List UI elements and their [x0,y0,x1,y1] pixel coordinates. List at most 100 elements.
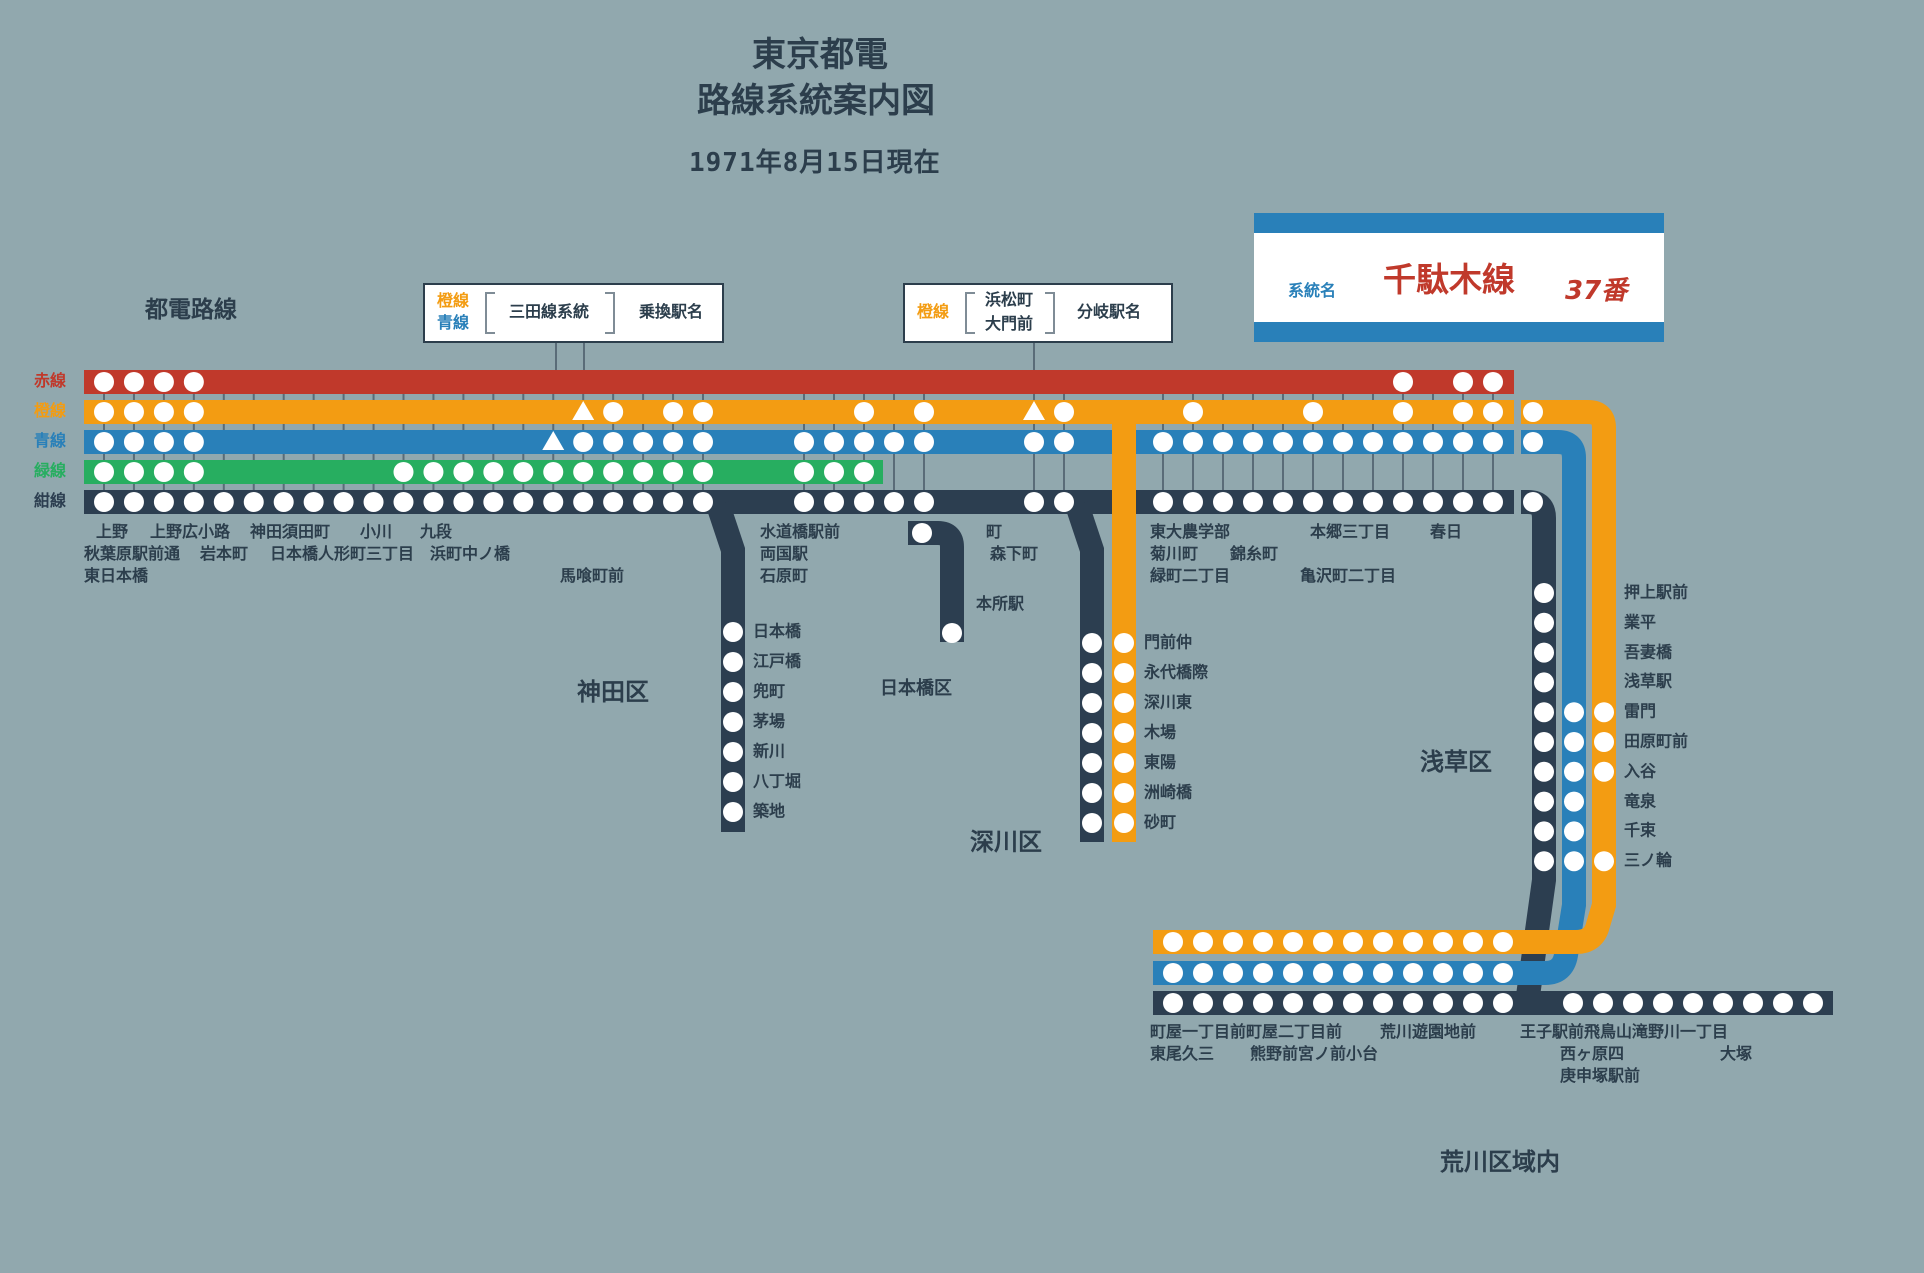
system-label: 都電路線 [145,297,237,323]
station-label: 森下町 [990,544,1039,563]
station-stop-navy [633,492,654,512]
station-label: 錦糸町 [1230,544,1279,563]
route-sign-stripe-top [1254,213,1664,233]
station-stop-orange [123,402,144,422]
bottom-stop-navy-ext [1743,993,1763,1013]
station-stop-navy [824,492,844,512]
bottom-stop-orange [1223,932,1243,952]
loop-stop-blue [1564,702,1584,723]
station-stop-navy [603,492,624,512]
station-stop-red [1483,372,1503,392]
station-stop-orange [914,402,934,422]
station-stop-red [1453,372,1473,392]
station-label: 深川東 [1144,692,1193,712]
map-date: 1971年8月15日現在 [689,148,941,178]
legend-chip-blue: 青線 [437,313,470,332]
station-stop-navy [1523,492,1543,512]
bottom-stop-navy-ext [1803,993,1823,1013]
bracket-open-icon [485,292,495,334]
station-stop-green [423,462,444,482]
station-label: 東陽 [1144,752,1177,772]
bottom-stop-navy [1373,993,1393,1013]
station-label: 町屋一丁目前町屋二丁目前 [1150,1022,1343,1041]
station-stop-navy [1243,492,1263,512]
station-stop-red [94,372,114,392]
station-label: 熊野前宮ノ前小台 [1250,1044,1379,1063]
station-stop-green [183,462,204,482]
bottom-stop-orange [1193,932,1213,952]
line-bar-orange [84,400,1514,424]
station-stop-navy [243,492,264,512]
line-bar-red [84,370,1514,394]
loop-stop-navy [1534,761,1554,782]
station-stop-orange [663,402,684,422]
bottom-stop-blue [1373,963,1393,983]
bottom-stop-blue [1313,963,1333,983]
station-stop-blue [914,432,934,452]
station-stop-blue [123,432,144,452]
station-stop-red [183,372,204,392]
station-stop-blue [1243,432,1263,452]
station-stop-navy [1333,492,1353,512]
station-stop-blue [573,432,594,452]
station-label: 東大農学部 [1150,522,1231,541]
branch-south-stop [723,742,743,762]
station-label: 日本橋 [753,621,802,641]
station-label: 町 [986,522,1003,541]
station-label: 王子駅前飛鳥山滝野川一丁目 [1520,1022,1729,1041]
station-label: 両国駅 [760,544,809,563]
bottom-stop-navy [1403,993,1423,1013]
branch-east-stop [1082,663,1102,683]
station-stop-green [854,462,874,482]
route-prefix: 系統名 [1288,281,1337,300]
station-stop-navy [1024,492,1044,512]
station-stop-navy [1393,492,1413,512]
bracket-open-icon [965,292,975,334]
bottom-stop-navy-ext [1653,993,1673,1013]
branch-south-stop [723,682,743,702]
bottom-stop-orange [1493,932,1513,952]
station-label: 上野 [96,522,129,541]
station-stop-blue [183,432,204,452]
branch-hook-track [908,521,964,642]
station-stop-green [94,462,114,482]
loop-track-blue [1153,430,1586,985]
station-stop-navy [1273,492,1293,512]
station-stop-green [693,462,713,482]
station-stop-blue [884,432,904,452]
station-stop-blue [1523,432,1543,452]
station-stop-green [573,462,594,482]
station-stop-orange [1054,402,1074,422]
station-stop-navy [483,492,504,512]
station-stop-navy [153,492,174,512]
station-stop-navy [854,492,874,512]
branch-east-orange-stop [1114,663,1134,683]
loop-stop-orange [1594,732,1614,752]
bottom-stop-blue [1253,963,1273,983]
station-label: 業平 [1624,612,1657,632]
station-stop-blue [663,432,684,452]
bottom-stop-navy-ext [1773,993,1793,1013]
bottom-stop-orange [1313,932,1333,952]
station-stop-orange [1453,402,1473,422]
station-stop-orange [94,402,114,422]
bottom-stop-navy [1283,993,1303,1013]
branch-east-orange-stop [1114,633,1134,653]
station-label: 茅場 [753,711,786,731]
station-label: 吾妻橋 [1624,642,1673,662]
station-stop-orange [153,402,174,422]
station-stop-green [453,462,474,482]
station-stop-orange [1483,402,1503,422]
station-stop-navy [914,492,934,512]
station-stop-navy [573,492,594,512]
station-stop-navy [94,492,114,512]
station-label: 三ノ輪 [1624,850,1673,870]
loop-stop-orange [1594,702,1614,723]
station-label: 竜泉 [1624,791,1657,811]
station-label: 東尾久三 [1150,1044,1215,1063]
station-stop-blue [1303,432,1323,452]
map-subtitle: 路線系統案内図 [697,81,935,121]
station-stop-navy [1054,492,1074,512]
station-stop-navy [513,492,534,512]
station-stop-orange [1393,402,1413,422]
